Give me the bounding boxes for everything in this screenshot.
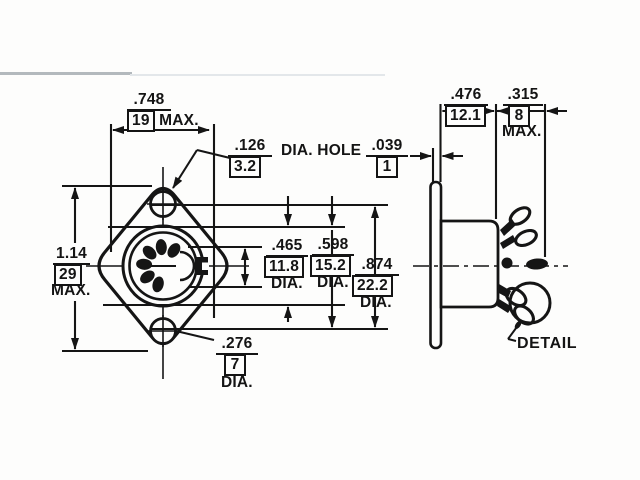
dim-465-label: .465 (266, 238, 308, 257)
dim-748-metric-row: 19 MAX. (127, 110, 199, 132)
dim-598-suffix: DIA. (317, 274, 349, 291)
center-pin (501, 257, 513, 269)
dim-039-inch: .039 (366, 138, 408, 157)
dim-476-mm: 12.1 (445, 105, 486, 127)
dim-476-inch: .476 (444, 87, 488, 106)
detail-label: DETAIL (517, 335, 578, 352)
front-dimension-lines (62, 124, 388, 353)
dim-315-metric-row: 8 (508, 105, 530, 127)
dim-126-suffix: DIA. HOLE (281, 142, 362, 159)
dim-748-inch: .748 (127, 92, 171, 111)
dim-465-mm: 11.8 (264, 256, 305, 278)
dim-114-suffix: MAX. (51, 282, 91, 299)
dim-039-mm: 1 (376, 156, 398, 178)
dim-126-metric-row: 3.2 (229, 156, 262, 178)
dim-748-mm: 19 (127, 110, 155, 132)
lug-upper-1 (508, 206, 532, 226)
dim-465-metric-row: 11.8 (264, 256, 305, 278)
dim-748-suffix: MAX. (159, 112, 199, 129)
dim-114-metric-row: 29 (54, 264, 82, 286)
pin-contacts (136, 239, 181, 293)
side-view (413, 180, 568, 350)
dim-598-label: .598 (312, 237, 354, 256)
dim-874-label: .874 (355, 257, 399, 276)
dim-126-mm: 3.2 (229, 156, 262, 178)
dim-598-metric-row: 15.2 (310, 255, 351, 277)
dim-748-label: .748 (127, 92, 171, 111)
key-notch (195, 257, 208, 275)
dim-276-metric-row: 7 (224, 354, 246, 376)
dim-126-inch: .126 (228, 138, 272, 157)
dim-315-mm: 8 (508, 105, 530, 127)
dim-598-inch: .598 (312, 237, 354, 256)
scan-artifact-line (0, 72, 132, 75)
leader-276 (175, 329, 215, 342)
key-arc (179, 250, 196, 282)
dim-276-mm: 7 (224, 354, 246, 376)
dim-315-label: .315 (503, 87, 543, 106)
lug-upper-2 (514, 228, 538, 248)
flange-plate (429, 180, 443, 350)
dim-465-suffix: DIA. (271, 275, 303, 292)
dim-874-mm: 22.2 (352, 275, 393, 297)
detail-circle (508, 281, 552, 325)
dim-874-suffix: DIA. (360, 294, 392, 311)
connector-body (439, 219, 500, 309)
dim-126-label: .126 (228, 138, 272, 157)
dim-114-inch: 1.14 (53, 246, 90, 265)
dim-315-inch: .315 (503, 87, 543, 106)
dim-039-label: .039 (366, 138, 408, 157)
dim-874-metric-row: 22.2 (352, 275, 393, 297)
dim-874-inch: .874 (355, 257, 399, 276)
leader-126 (172, 149, 198, 189)
dim-465-inch: .465 (266, 238, 308, 257)
dim-476-metric-row: 12.1 (445, 105, 486, 127)
dim-114-label: 1.14 (53, 246, 90, 265)
lug-lower-1 (504, 286, 528, 308)
dim-476-label: .476 (444, 87, 488, 106)
dim-114-mm: 29 (54, 264, 82, 286)
dim-315-suffix: MAX. (502, 123, 542, 140)
detail-leader-2 (507, 338, 517, 342)
dim-039-metric-row: 1 (376, 156, 398, 178)
center-terminal (526, 258, 548, 270)
dim-598-mm: 15.2 (310, 255, 351, 277)
dim-276-inch: .276 (216, 336, 258, 355)
solder-lugs (497, 206, 548, 326)
dim-276-label: .276 (216, 336, 258, 355)
dim-276-suffix: DIA. (221, 374, 253, 391)
scan-artifact-line-faint (130, 74, 385, 76)
